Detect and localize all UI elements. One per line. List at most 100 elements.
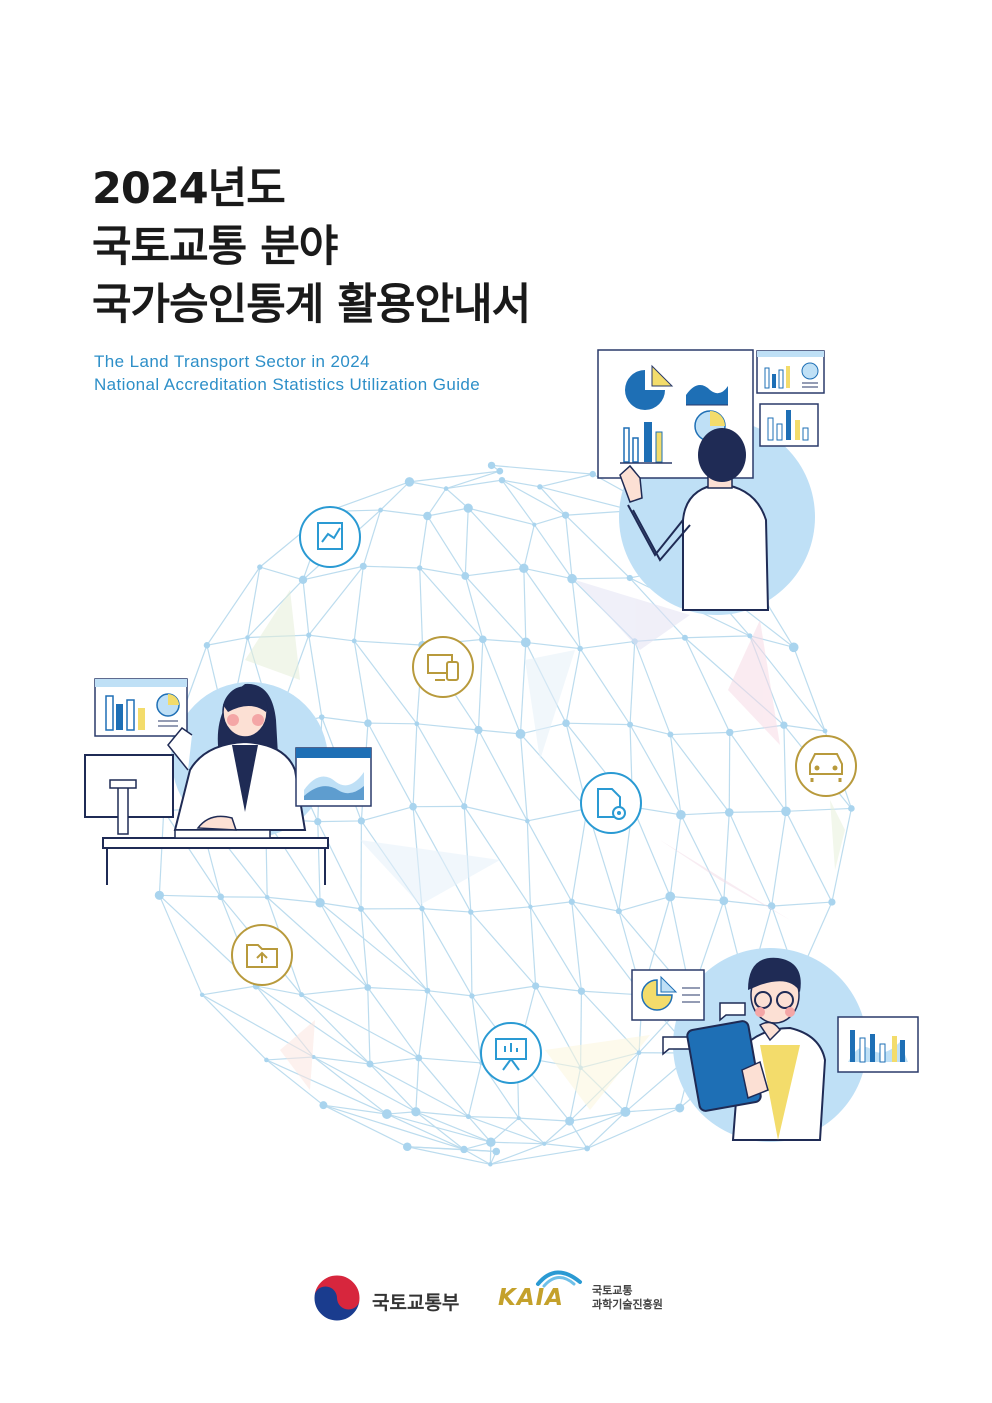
network-node xyxy=(567,573,577,584)
network-edge xyxy=(629,724,671,736)
network-node xyxy=(562,719,570,727)
scientist-at-desk xyxy=(84,678,372,885)
car-icon xyxy=(795,735,857,797)
network-edge xyxy=(415,1111,492,1143)
network-edge xyxy=(539,473,593,488)
network-edge xyxy=(327,481,410,513)
network-node xyxy=(378,507,383,513)
network-edge xyxy=(723,900,772,907)
network-node xyxy=(419,905,425,912)
network-node xyxy=(496,467,504,475)
network-edge xyxy=(463,729,480,807)
network-edge xyxy=(618,895,671,912)
folder-upload-icon xyxy=(231,924,293,986)
network-node xyxy=(257,564,263,570)
network-edge xyxy=(308,565,364,636)
network-node xyxy=(468,909,474,915)
network-node xyxy=(318,714,325,720)
network-edge xyxy=(579,648,631,725)
network-edge xyxy=(468,1116,545,1145)
network-node xyxy=(357,817,365,825)
network-node xyxy=(319,1101,328,1110)
network-node xyxy=(676,809,686,820)
network-node xyxy=(351,638,357,644)
network-edge xyxy=(632,806,671,897)
network-edge xyxy=(158,895,203,996)
network-edge xyxy=(539,486,634,512)
network-edge xyxy=(785,811,833,903)
network-edge xyxy=(427,990,472,997)
network-edge xyxy=(669,734,730,813)
network-edge xyxy=(501,479,566,516)
network-edge xyxy=(201,994,267,1061)
network-edge xyxy=(783,725,787,812)
network-edge xyxy=(301,986,368,996)
title-block: 2024년도 국토교통 분야 국가승인통계 활용안내서 xyxy=(92,160,531,334)
network-edge xyxy=(629,724,682,816)
network-edge xyxy=(421,908,429,991)
network-edge xyxy=(470,912,473,996)
network-edge xyxy=(266,1059,388,1115)
network-edge xyxy=(771,901,832,907)
government-emblem xyxy=(313,1274,361,1322)
network-edge xyxy=(464,575,527,643)
network-edge xyxy=(301,994,371,1065)
network-edge xyxy=(418,1057,482,1064)
network-node xyxy=(528,904,533,909)
network-edge xyxy=(369,1063,417,1113)
network-edge xyxy=(267,896,321,904)
network-edge xyxy=(490,1143,545,1165)
network-edge xyxy=(535,985,582,992)
network-node xyxy=(577,987,586,995)
network-node xyxy=(359,562,367,570)
network-edge xyxy=(729,810,787,814)
network-node xyxy=(217,893,225,901)
presentation-board-icon xyxy=(480,1022,542,1084)
network-edge xyxy=(415,1057,420,1112)
network-node xyxy=(568,898,575,905)
network-node xyxy=(364,984,372,991)
network-node xyxy=(515,729,526,739)
kaia-name-line-2: 과학기술진흥원 xyxy=(592,1298,663,1311)
network-edge xyxy=(468,1116,519,1119)
network-edge xyxy=(539,486,567,516)
network-node xyxy=(154,890,164,900)
network-edge xyxy=(520,733,588,810)
network-edge xyxy=(529,906,537,987)
network-edge xyxy=(723,812,730,901)
network-node xyxy=(411,1107,421,1117)
network-edge xyxy=(569,1120,588,1149)
network-edge xyxy=(634,641,671,735)
network-edge xyxy=(527,808,588,822)
network-edge xyxy=(467,1062,482,1117)
scientist-with-tablet xyxy=(631,948,919,1142)
kaia-logo-text: KAIA xyxy=(498,1285,564,1311)
network-edge xyxy=(564,515,573,579)
network-edge xyxy=(501,479,541,488)
network-node xyxy=(486,1137,496,1147)
network-edge xyxy=(419,567,424,646)
network-edge xyxy=(409,470,500,483)
network-node xyxy=(565,1116,575,1126)
network-edge xyxy=(572,577,630,580)
network-node xyxy=(404,477,415,487)
network-edge xyxy=(571,901,643,996)
network-edge xyxy=(470,906,531,913)
network-edge xyxy=(670,895,724,902)
network-node xyxy=(519,563,529,574)
network-node xyxy=(667,731,674,738)
network-node xyxy=(366,1060,374,1068)
scientist-at-board xyxy=(597,349,825,615)
network-node xyxy=(675,1103,685,1113)
network-node xyxy=(636,1050,642,1056)
network-edge xyxy=(363,565,420,569)
network-node xyxy=(414,721,420,727)
network-edge xyxy=(313,1056,388,1115)
network-edge xyxy=(569,1111,626,1122)
network-node xyxy=(520,637,531,648)
network-edge xyxy=(490,1141,545,1145)
network-edge xyxy=(831,808,852,903)
network-node xyxy=(299,992,305,998)
network-edge xyxy=(523,568,527,643)
